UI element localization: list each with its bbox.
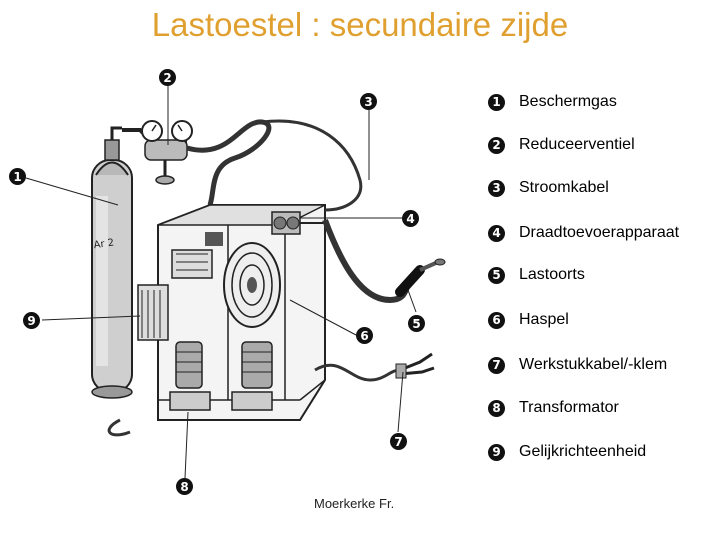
legend-label: Werkstukkabel/-klem	[519, 356, 668, 373]
legend-label: Transformator	[519, 399, 619, 416]
legend-item-stroomkabel: 3 Stroomkabel	[488, 179, 609, 197]
leader-lines	[25, 86, 417, 479]
legend-label: Reduceerventiel	[519, 136, 635, 153]
legend-item-werkstukkabel: 7 Werkstukkabel/-klem	[488, 356, 667, 374]
work-cable-loose	[107, 418, 131, 437]
marker-6: 6	[356, 327, 373, 344]
transformer	[169, 341, 273, 411]
legend-marker: 2	[488, 136, 505, 154]
marker-2: 2	[159, 69, 176, 86]
legend-marker: 7	[488, 356, 505, 374]
marker-3: 3	[360, 93, 377, 110]
legend-item-transformator: 8 Transformator	[488, 399, 619, 417]
marker-8: 8	[176, 478, 193, 495]
legend-label: Stroomkabel	[519, 179, 609, 196]
legend-item-reduceerventiel: 2 Reduceerventiel	[488, 136, 635, 154]
welding-machine	[137, 204, 326, 421]
legend-marker: 4	[488, 224, 505, 242]
legend-label: Beschermgas	[519, 93, 617, 110]
gas-hose	[186, 119, 272, 206]
legend-marker: 5	[488, 266, 505, 284]
legend-label: Draadtoevoerapparaat	[519, 224, 680, 241]
marker-9: 9	[23, 312, 40, 329]
torch-cable	[322, 218, 411, 304]
legend-label: Lastoorts	[519, 266, 585, 283]
author-credit: Moerkerke Fr.	[314, 496, 395, 511]
legend-item-haspel: 6 Haspel	[488, 311, 569, 329]
legend-item-draadtoevoerapparaat: 4 Draadtoevoerapparaat	[488, 224, 679, 242]
rectifier-unit	[137, 249, 213, 341]
legend-item-beschermgas: 1 Beschermgas	[488, 93, 617, 111]
welding-torch	[395, 258, 446, 297]
legend-label: Gelijkrichteenheid	[519, 443, 647, 460]
legend-marker: 8	[488, 399, 505, 417]
work-cable	[314, 363, 401, 382]
page-title: Lastoestel : secundaire zijde	[151, 6, 569, 43]
legend-item-lastoorts: 5 Lastoorts	[488, 266, 585, 284]
marker-5: 5	[408, 315, 425, 332]
wire-spool	[223, 242, 281, 328]
legend-item-gelijkrichteenheid: 9 Gelijkrichteenheid	[488, 443, 646, 461]
marker-7: 7	[390, 433, 407, 450]
legend-marker: 3	[488, 179, 505, 197]
legend-marker: 1	[488, 93, 505, 111]
gas-cylinder: Ar 2	[91, 126, 133, 399]
cylinder-label: Ar 2	[93, 237, 115, 251]
legend-label: Haspel	[519, 311, 569, 328]
marker-1: 1	[9, 168, 26, 185]
wire-feeder	[271, 211, 325, 235]
marker-4: 4	[402, 210, 419, 227]
work-clamp	[395, 352, 435, 379]
legend-marker: 6	[488, 311, 505, 329]
power-cable	[261, 119, 363, 212]
pressure-regulator	[122, 120, 193, 185]
legend-marker: 9	[488, 443, 505, 461]
